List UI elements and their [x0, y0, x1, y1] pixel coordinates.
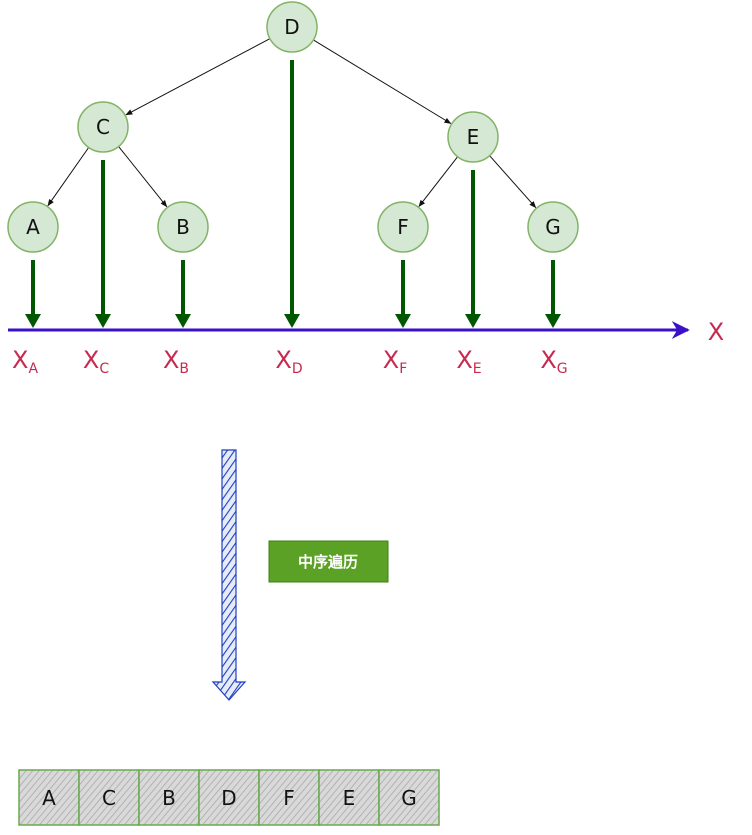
projection-arrowhead-E: [465, 314, 481, 328]
node-circle: [157, 201, 209, 253]
result-cell-G: G: [378, 769, 440, 826]
edge-E-G: [489, 155, 537, 209]
node-circle: [447, 111, 499, 163]
cell-label: C: [102, 786, 116, 810]
projection-arrowhead-C: [95, 314, 111, 328]
result-cell-D: D: [198, 769, 260, 826]
cell-box: [198, 769, 260, 826]
projection-arrows: [25, 60, 561, 328]
node-circle: [527, 201, 579, 253]
cell-box: [378, 769, 440, 826]
tree-node-B: B: [157, 201, 209, 253]
cell-box: [138, 769, 200, 826]
result-cell-F: F: [258, 769, 320, 826]
tree-nodes: D C E A B F G: [7, 1, 579, 253]
node-label: A: [26, 215, 40, 239]
step-label: 中序遍历: [298, 553, 358, 571]
node-circle: [266, 1, 318, 53]
projection-arrowhead-A: [25, 314, 41, 328]
result-cell-E: E: [318, 769, 380, 826]
edge-D-C: [125, 38, 271, 116]
projection-label-B: XB: [163, 346, 189, 377]
cell-label: B: [162, 786, 176, 810]
node-label: C: [96, 115, 110, 139]
edge-C-B: [118, 146, 168, 208]
node-circle: [77, 101, 129, 153]
tree-node-E: E: [447, 111, 499, 163]
edge-D-E: [313, 39, 452, 124]
projection-label-G: XG: [540, 346, 567, 377]
cell-box: [18, 769, 80, 826]
node-label: E: [467, 125, 480, 149]
cell-label: F: [283, 786, 295, 810]
edge-E-F: [418, 156, 459, 208]
projection-label-A: XA: [12, 346, 38, 377]
projection-label-C: XC: [83, 346, 109, 377]
projection-label-D: XD: [275, 346, 302, 377]
down-arrow-icon: [211, 449, 247, 701]
cell-label: D: [221, 786, 236, 810]
result-cell-B: B: [138, 769, 200, 826]
projection-arrowhead-D: [284, 314, 300, 328]
node-label: F: [397, 215, 409, 239]
tree-node-F: F: [377, 201, 429, 253]
tree-node-D: D: [266, 1, 318, 53]
cell-label: A: [42, 786, 56, 810]
projection-arrowhead-G: [545, 314, 561, 328]
traversal-arrow: [211, 449, 247, 701]
projection-arrowhead-B: [175, 314, 191, 328]
result-cell-A: A: [18, 769, 80, 826]
projection-labels: XA XC XB XD XF XE XG: [12, 346, 568, 377]
node-label: B: [176, 215, 190, 239]
node-label: G: [545, 215, 561, 239]
step-box: [268, 540, 389, 583]
node-circle: [377, 201, 429, 253]
cell-label: G: [401, 786, 417, 810]
cell-label: E: [343, 786, 356, 810]
cell-box: [258, 769, 320, 826]
x-axis-label: X: [708, 318, 724, 346]
projection-arrowhead-F: [395, 314, 411, 328]
tree-node-G: G: [527, 201, 579, 253]
projection-label-E: XE: [456, 346, 481, 377]
tree-node-C: C: [77, 101, 129, 153]
tree-node-A: A: [7, 201, 59, 253]
node-circle: [7, 201, 59, 253]
edge-C-A: [47, 147, 90, 207]
cell-box: [318, 769, 380, 826]
node-label: D: [284, 15, 299, 39]
projection-label-F: XF: [383, 346, 408, 377]
inorder-step-box: 中序遍历: [268, 540, 389, 583]
result-cell-C: C: [78, 769, 140, 826]
tree-edges: [47, 38, 537, 209]
x-axis: X: [8, 318, 724, 346]
